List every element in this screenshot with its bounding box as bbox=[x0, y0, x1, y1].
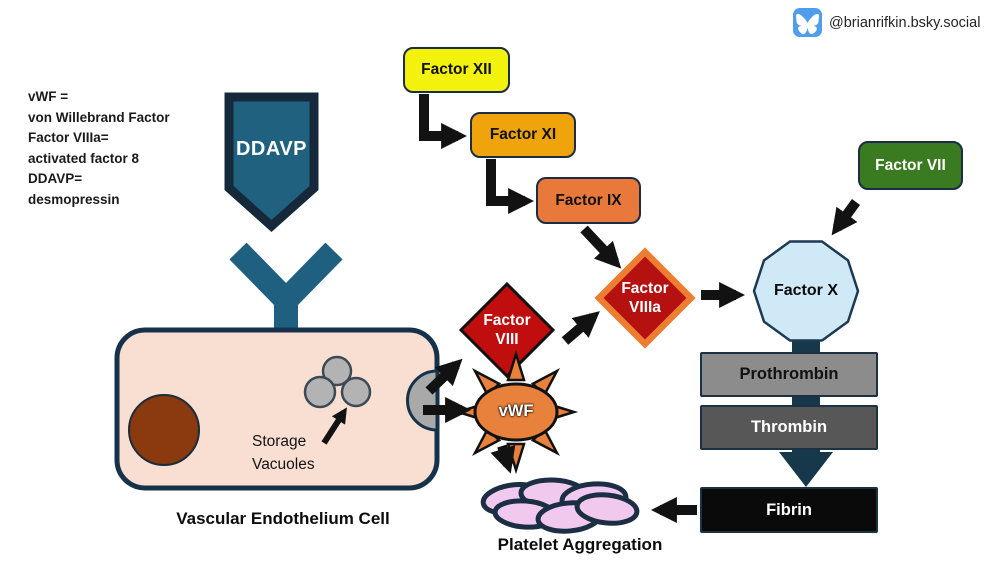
prothrombin-box: Prothrombin bbox=[700, 352, 878, 397]
bluesky-butterfly-icon bbox=[793, 8, 822, 37]
storage-label-line1: Storage bbox=[252, 433, 307, 450]
legend-line: Factor VIIIa= bbox=[28, 130, 109, 146]
factor-viiia-label: Factor VIIIa bbox=[595, 279, 695, 317]
storage-vacuoles bbox=[303, 355, 372, 409]
factor-viii-label-line1: Factor bbox=[483, 312, 531, 329]
legend-line: vWF = bbox=[28, 89, 69, 104]
factor-xii-box: Factor XII bbox=[403, 47, 510, 93]
legend-line: DDAVP= bbox=[28, 171, 83, 187]
platelet-cluster bbox=[480, 477, 640, 534]
factor-ix-box: Factor IX bbox=[536, 177, 641, 224]
storage-label-line2: Vacuoles bbox=[252, 456, 315, 473]
y-receptor-shape bbox=[229, 242, 343, 334]
fibrin-box: Fibrin bbox=[700, 487, 878, 533]
vwf-sunburst bbox=[453, 349, 579, 475]
bluesky-handle: @brianrifkin.bsky.social bbox=[829, 14, 981, 31]
thrombin-box: Thrombin bbox=[700, 405, 878, 450]
legend-line: desmopressin bbox=[28, 191, 120, 207]
endothelium-cell-label: Vascular Endothelium Cell bbox=[176, 509, 390, 528]
attribution: @brianrifkin.bsky.social bbox=[793, 8, 980, 37]
factor-viiia-label-line2: VIIIa bbox=[629, 299, 661, 316]
ddavp-label: DDAVP bbox=[235, 138, 308, 160]
arrow-xi-to-ix bbox=[486, 159, 535, 214]
vwf-label: vWF bbox=[498, 402, 534, 420]
arrow-ix-to-viiia bbox=[580, 225, 622, 269]
legend-line: von Willebrand Factor bbox=[28, 109, 170, 125]
arrow-xii-to-xi bbox=[419, 94, 468, 149]
legend-line: activated factor 8 bbox=[28, 150, 140, 166]
factor-vii-box: Factor VII bbox=[858, 141, 963, 190]
arrow-viii-to-viiia bbox=[561, 311, 600, 345]
arrow-storage-vacuoles-pointer bbox=[321, 407, 347, 445]
factor-viii-diamond bbox=[458, 281, 556, 379]
storage-vacuoles-label: Storage Vacuoles bbox=[252, 430, 315, 476]
ddavp-shield-shape bbox=[224, 92, 319, 233]
arrow-vii-to-x bbox=[831, 199, 861, 236]
factor-x-decagon bbox=[752, 240, 860, 342]
platelet-aggregation-label: Platelet Aggregation bbox=[497, 535, 663, 554]
factor-viii-label-line2: VIII bbox=[495, 331, 519, 348]
factor-viiia-label-line1: Factor bbox=[621, 280, 669, 297]
factor-viiia-diamond bbox=[594, 247, 696, 349]
legend-text: vWF = von Willebrand Factor Factor VIIIa… bbox=[28, 87, 170, 211]
arrow-vwf-to-platelets bbox=[490, 444, 516, 474]
factor-x-label: Factor X bbox=[773, 282, 838, 299]
factor-viii-label: Factor VIII bbox=[457, 311, 557, 349]
factor-xi-box: Factor XI bbox=[470, 112, 576, 158]
arrow-cell-to-viii bbox=[425, 358, 463, 395]
cell-nucleus bbox=[128, 394, 200, 466]
